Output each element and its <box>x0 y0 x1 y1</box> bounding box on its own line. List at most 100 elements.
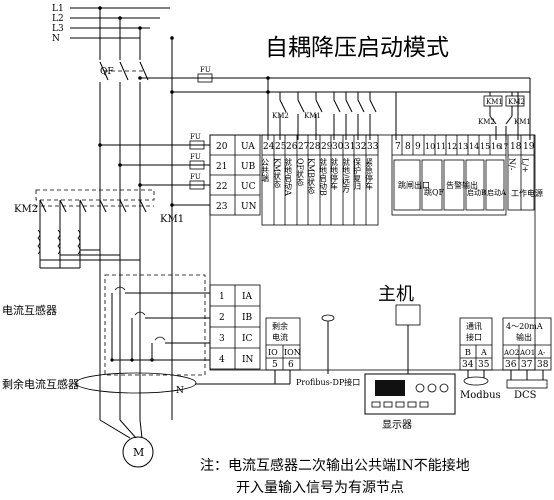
km1-coil-label: KM1 <box>486 98 503 106</box>
in-num-32: 32 <box>355 142 366 152</box>
in-label-8: 保护复归 <box>353 157 362 191</box>
out-num-13: 13 <box>458 142 468 151</box>
out-group-alarm: 告警输出 <box>446 180 478 190</box>
comm-title2: 接口 <box>466 332 482 342</box>
vt-num-20: 20 <box>216 142 228 152</box>
comm-a: A <box>480 348 487 357</box>
in-label-2: 就地启动A <box>284 157 293 196</box>
in-num-28: 28 <box>309 142 321 152</box>
vt-num-22: 22 <box>216 182 227 192</box>
vt-name-uc: UC <box>241 182 256 192</box>
diagram-title: 自耦降压启动模式 <box>265 35 449 61</box>
motor: M N <box>99 386 184 468</box>
residual-n1: 5 <box>272 360 278 370</box>
profibus-label: Profibus-DP接口 <box>296 377 360 387</box>
note: 注：电流互感器二次输出公共端IN不能接地 开入量输入信号为有源节点 <box>200 457 470 496</box>
vt-num-21: 21 <box>216 162 227 172</box>
analog-ao1: AO1 <box>519 349 535 357</box>
in-num-30: 30 <box>332 142 344 152</box>
out-num-17: 17 <box>499 143 508 151</box>
out-num-11: 11 <box>436 142 446 151</box>
residual-title2: 电流 <box>272 332 288 342</box>
phase-n: N <box>52 34 60 44</box>
fu-label-top: FU <box>200 66 211 74</box>
phase-l1: L1 <box>52 4 64 14</box>
analog-n2: 37 <box>521 360 533 370</box>
km2-main-label: KM2 <box>14 204 38 215</box>
current-terminal-block: 1 IA 2 IB 3 IC 4 IN <box>209 284 261 370</box>
display-panel <box>364 373 456 415</box>
vt-num-23: 23 <box>216 202 228 212</box>
pwr-label-l: L/+ <box>521 158 530 173</box>
in-num-25: 25 <box>275 142 287 152</box>
in-num-31: 31 <box>344 142 355 152</box>
ct-num-4: 4 <box>219 355 225 365</box>
qf-breaker: QF <box>99 61 149 420</box>
display-screen <box>375 380 405 396</box>
in-label-4: KMB状态 <box>307 158 316 194</box>
input-contacts: KM2 KM1 <box>267 78 377 140</box>
power-terminal-block: 18 19 N/- L/+ 工作电源 <box>508 134 543 211</box>
pwr-num-18: 18 <box>510 142 522 152</box>
in-num-33: 33 <box>367 142 379 152</box>
residual-n2: 6 <box>288 360 294 370</box>
output-coils: KM1 KM2 KM2 KM1 <box>395 92 531 140</box>
analog-title2: 输出 <box>516 332 532 342</box>
ct-name-ia: IA <box>242 292 253 302</box>
ct-label: 电流互感器 <box>2 303 57 317</box>
bus-verticals <box>98 6 174 390</box>
km2-aux-label: KM2 <box>478 118 495 126</box>
out-num-9: 9 <box>415 142 421 152</box>
out-group-startb: 启动B <box>467 188 486 197</box>
comm-n2: 35 <box>478 360 490 370</box>
profibus: Profibus-DP接口 <box>296 314 360 387</box>
modbus-label: Modbus <box>460 390 501 401</box>
contactors: KM2 KM1 <box>14 189 184 269</box>
in-num-24: 24 <box>263 142 275 152</box>
out-num-12: 12 <box>447 142 457 151</box>
residual-title1: 剩余 <box>272 321 288 331</box>
out-num-14: 14 <box>469 142 479 151</box>
n-label: N <box>176 386 184 396</box>
residual-terminal-block: 剩余 电流 IO ION 5 6 <box>195 317 301 385</box>
residual-ion: ION <box>284 348 301 357</box>
residual-io: IO <box>268 348 278 357</box>
analog-title1: 4～20mA <box>506 322 543 331</box>
km1-aux-label: KM1 <box>514 118 531 126</box>
comm-terminal-block: 通讯 接口 B A 34 35 Modbus <box>459 317 501 401</box>
in-num-27: 27 <box>298 142 310 152</box>
in-label-7: 就地/远方 <box>342 157 351 194</box>
fu-label-uc: FU <box>190 173 201 181</box>
in-num-26: 26 <box>286 142 298 152</box>
ct-name-ib: IB <box>242 313 253 323</box>
analog-n3: 38 <box>537 360 549 370</box>
ct-name-in: IN <box>242 355 254 365</box>
note-line2: 开入量输入信号为有源节点 <box>236 480 404 496</box>
motor-label: M <box>133 446 144 459</box>
out-num-8: 8 <box>405 142 411 152</box>
pwr-title: 工作电源 <box>511 188 543 198</box>
in-label-9: 紧急停车 <box>365 158 374 191</box>
rct: 剩余电流互感器 <box>2 372 197 394</box>
analog-ao2: AO2 <box>503 349 519 357</box>
in-label-6: 就地停车 <box>330 157 339 191</box>
control-bus: FU <box>138 66 531 140</box>
in-label-3: QF状态 <box>296 158 305 186</box>
out-num-10: 10 <box>425 142 435 151</box>
in-num-29: 29 <box>321 142 333 152</box>
input-terminal-block: 24 25 26 27 28 29 30 31 32 33 公共端 KM状态 就… <box>261 134 379 226</box>
in-label-5: 就地启动B <box>319 157 328 196</box>
in-label-1: KM状态 <box>273 158 282 188</box>
ct-num-1: 1 <box>219 292 225 302</box>
in-label-0: 公共端 <box>261 158 270 183</box>
vt-name-un: UN <box>241 202 257 212</box>
out-num-16: 16 <box>491 142 501 151</box>
comm-title1: 通讯 <box>466 321 482 331</box>
note-line1: 注：电流互感器二次输出公共端IN不能接地 <box>200 457 470 474</box>
phase-l3: L3 <box>52 24 64 34</box>
dcs-label: DCS <box>514 390 537 401</box>
out-num-7: 7 <box>395 142 401 152</box>
fu-label-ub: FU <box>190 153 201 161</box>
qf-label: QF <box>100 67 114 77</box>
